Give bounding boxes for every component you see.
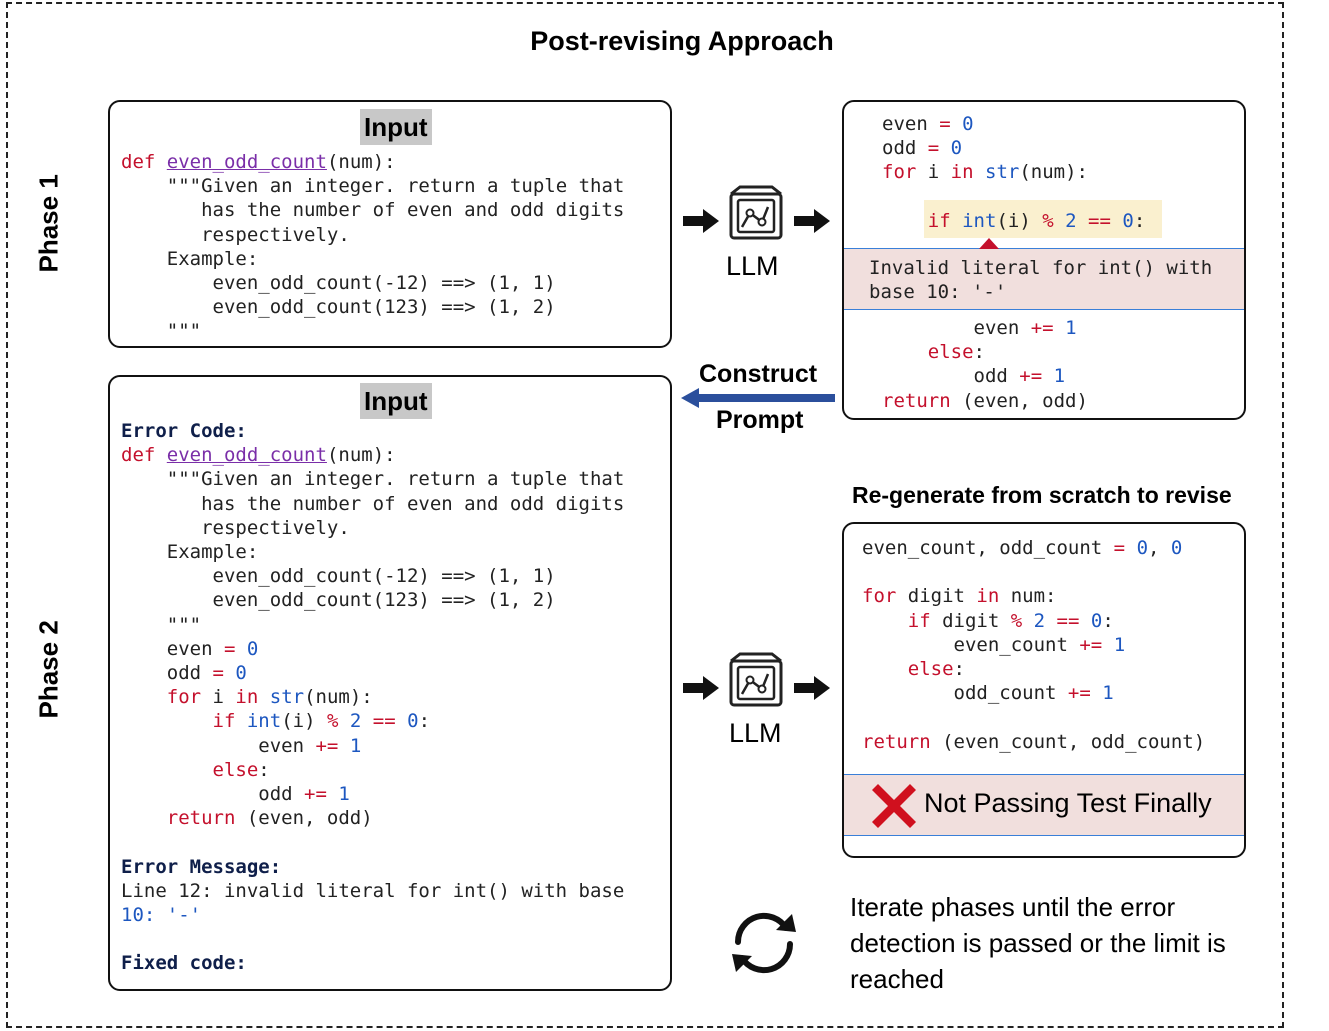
error-message-text: Invalid literal for int() with base 10: … [869,257,1213,304]
error-pointer-icon [979,238,999,249]
llm-label: LLM [726,251,779,281]
right-arrow-icon [683,676,719,700]
phase2-output-code: even_count, odd_count = 0, 0 for digit i… [862,537,1206,753]
right-arrow-icon [794,676,830,700]
phase1-input-code: def even_odd_count(num): """Given an int… [121,151,625,343]
prompt-label: Prompt [716,406,804,434]
phase1-input-box: Input def even_odd_count(num): """Given … [108,100,672,348]
phase-1-label: Phase 1 [33,174,64,273]
cycle-icon [732,912,796,974]
phase1-output-code-top: even = 0 odd = 0 for i in str(num): if i… [882,113,1146,232]
iteration-note: Iterate phases until the error detection… [850,892,1226,994]
phase-2-label: Phase 2 [33,620,64,719]
phase2-input-code: Error Code: def even_odd_count(num): """… [121,420,625,975]
phase2-output-box: even_count, odd_count = 0, 0 for digit i… [842,522,1246,858]
right-arrow-icon [683,209,719,233]
llm-icon [729,652,783,707]
diagram-title: Post-revising Approach [530,26,834,56]
cross-icon [872,784,916,828]
right-arrow-icon [794,209,830,233]
result-text: Not Passing Test Finally [924,788,1212,818]
outer-frame [6,2,1284,1028]
phase1-output-box: even = 0 odd = 0 for i in str(num): if i… [842,100,1246,420]
left-arrow-icon [681,388,835,408]
llm-label: LLM [729,718,782,748]
llm-icon [729,185,783,240]
input-heading: Input [360,109,432,145]
phase2-input-box: Input Error Code: def even_odd_count(num… [108,375,672,991]
regenerate-heading: Re-generate from scratch to revise [852,482,1232,508]
error-line-highlight [924,200,1162,238]
input-heading: Input [360,383,432,419]
error-message-band [844,248,1244,310]
construct-label: Construct [699,360,818,388]
phase1-output-code-bottom: even += 1 else: odd += 1 return (even, o… [882,317,1088,412]
